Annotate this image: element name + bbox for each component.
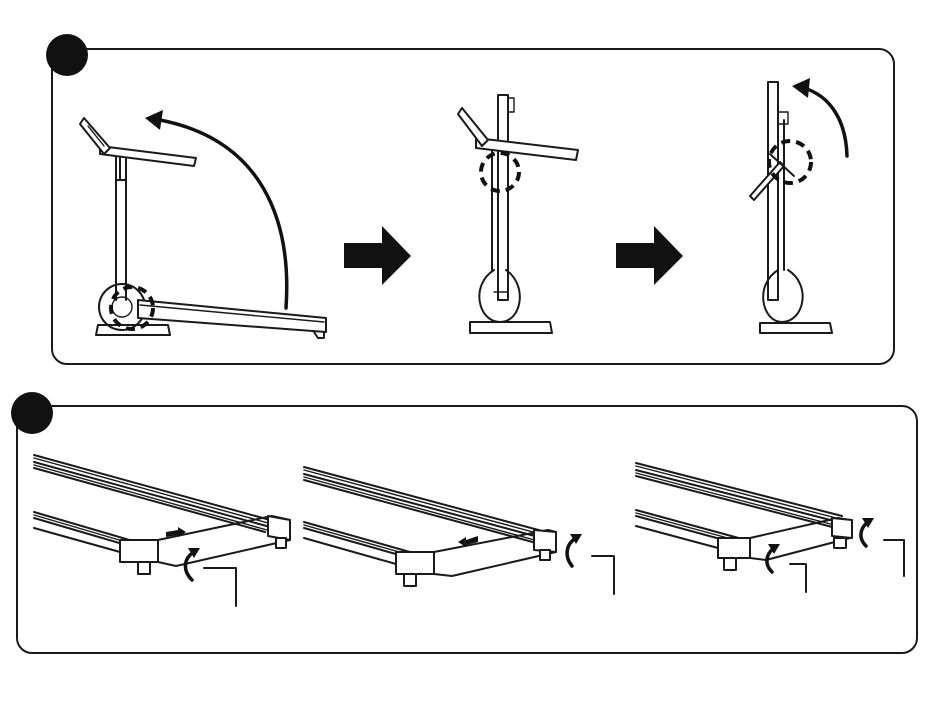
allen-key-icon [592, 556, 614, 594]
end-cap-left [34, 455, 290, 606]
allen-key-icon [884, 540, 904, 576]
end-cap-center [304, 467, 614, 594]
end-cap-right [636, 463, 904, 592]
allen-key-icon [790, 564, 806, 592]
allen-key-icon [204, 568, 236, 606]
